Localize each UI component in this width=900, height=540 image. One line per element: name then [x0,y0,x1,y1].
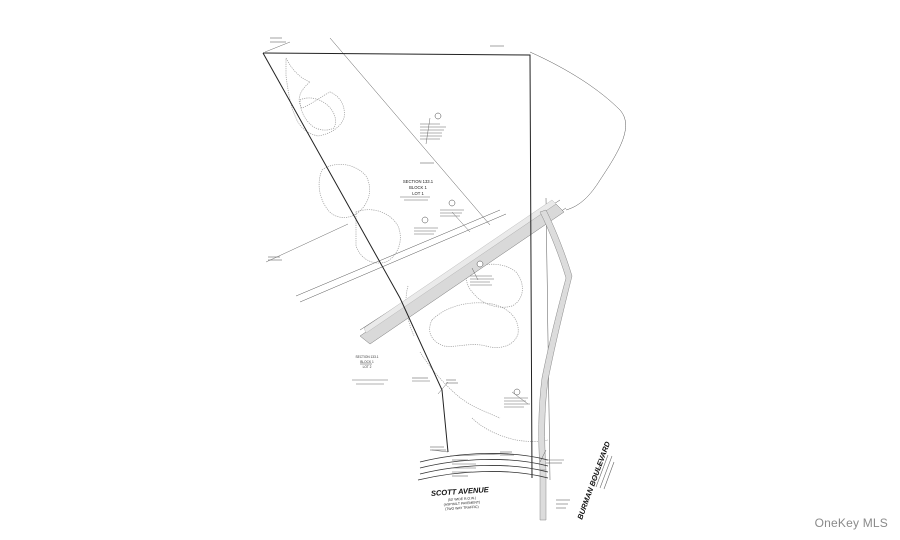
lot-left-section: SECTION 133.1 [355,355,378,359]
easement-lines [295,37,626,481]
property-boundary [262,52,533,479]
lot-label-left: SECTION 133.1 BLOCK 1 LOT 2 [355,355,378,369]
lot-main-section: SECTION 133.1 [403,179,434,184]
lot-left-block: BLOCK 1 [360,360,374,364]
burman-subtext [591,453,615,490]
scott-avenue-name: SCOTT AVENUE [431,485,490,498]
lot-left-lot: LOT 2 [363,365,372,369]
scott-avenue-label: SCOTT AVENUE (50' WIDE R.O.W.) (ASPHALT … [431,485,490,511]
road-shoulder [538,209,573,521]
lot-label-main: SECTION 133.1 BLOCK 1 LOT 1 [403,179,434,196]
scott-avenue-width: (50' WIDE R.O.W.) [448,496,477,502]
driveway-strip [359,199,565,345]
fine-annotations [268,37,570,509]
scott-avenue-lines [417,453,549,481]
watermark: OneKey MLS [814,516,888,530]
lot-main-block: BLOCK 1 [409,185,427,190]
tree-line-upper [285,57,401,264]
scott-avenue-surface: (ASPHALT PAVEMENT) [444,500,481,507]
note-markers [421,112,521,396]
lot-main-lot: LOT 1 [412,191,424,196]
callout-leaders [264,41,547,463]
burman-boulevard-name: BURMAN BOULEVARD [575,440,612,521]
scott-avenue-traffic: (TWO WAY TRAFFIC) [445,505,479,511]
burman-boulevard-label: BURMAN BOULEVARD [575,440,615,521]
tree-line-lower [405,263,549,442]
